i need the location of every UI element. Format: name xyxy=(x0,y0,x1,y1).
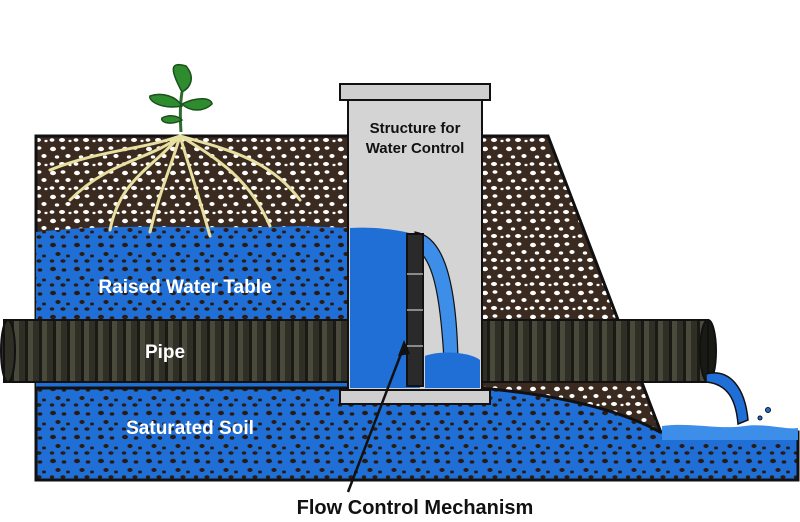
arrow-icon xyxy=(346,340,410,493)
plant-roots xyxy=(48,134,302,238)
flow-control-label: Flow Control Mechanism xyxy=(297,497,534,519)
structure-label-line1: Structure for xyxy=(370,120,461,137)
structure-label-line2: Water Control xyxy=(366,140,465,157)
raised-water-table-label: Raised Water Table xyxy=(98,277,271,298)
saturated-soil-label: Saturated Soil xyxy=(126,418,254,439)
outlet-pond xyxy=(662,424,798,440)
pipe-label: Pipe xyxy=(145,342,185,363)
flow-control-boards xyxy=(406,233,424,387)
outlet-stream xyxy=(705,372,749,426)
right-pipe xyxy=(481,319,717,383)
plant-icon xyxy=(149,63,213,133)
